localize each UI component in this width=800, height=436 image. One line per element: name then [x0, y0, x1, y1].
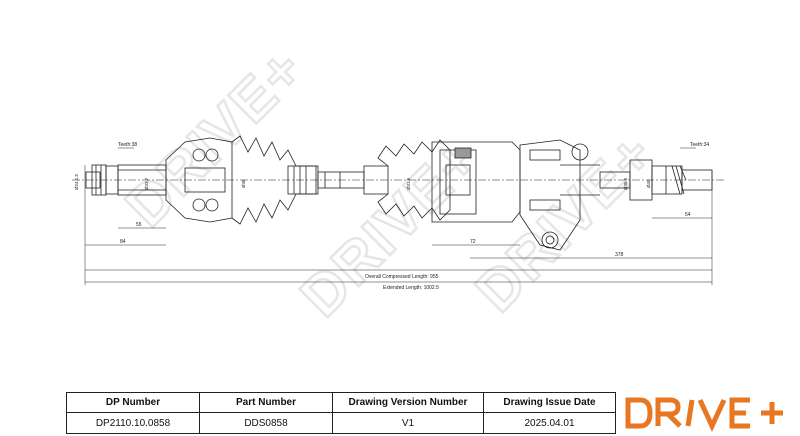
value-issue-date: 2025.04.01 [524, 417, 575, 429]
outer-boot [231, 135, 317, 225]
left-end-nut [85, 171, 101, 189]
value-drawing-version: V1 [333, 413, 484, 433]
label-teeth-left: Teeth:38 [118, 142, 137, 148]
label-teeth-right: Teeth:34 [690, 142, 709, 148]
label-len-54: 54 [685, 212, 691, 218]
label-d-right-end: Ø40 [646, 179, 651, 188]
label-extended: Extended Length: 1002.5 [383, 285, 439, 291]
title-block: DP Number Part Number Drawing Version Nu… [66, 392, 616, 434]
dimension-lines [84, 147, 713, 285]
label-d-shaft-mid: Ø31.5 [406, 177, 411, 190]
intermediate-bearing-bracket [519, 139, 581, 251]
label-overall-compressed: Overall Compressed Length: 955 [365, 274, 439, 280]
shaft-geometry [72, 135, 725, 251]
label-d-left-end: Ø24.1.5 [74, 173, 79, 190]
label-d-shaft-left: Ø36 [241, 179, 246, 188]
dimension-labels: Teeth:38 Teeth:34 Ø24.1.5 Ø33.7 Ø36 Ø31.… [74, 142, 709, 291]
value-dp-number: DP2110.10.0858 [67, 413, 200, 433]
value-part-number: DDS0858 [200, 413, 333, 433]
label-len-378: 378 [615, 252, 624, 258]
header-drawing-version: Drawing Version Number [333, 393, 484, 413]
drive-shaft-drawing: DRIVE+ DRIVE+ DRIVE+ [72, 34, 725, 330]
driveplus-logo [625, 397, 783, 432]
inner-boot [377, 139, 451, 221]
label-d-right-shaft: Ø35.5 [623, 177, 628, 190]
label-len-55: 55 [136, 222, 142, 228]
label-d-cv-inner: Ø33.7 [144, 177, 149, 190]
header-dp-number: DP Number [67, 393, 200, 413]
label-len-72: 72 [470, 239, 476, 245]
header-issue-date: Drawing Issue Date [484, 393, 615, 413]
header-part-number: Part Number [200, 393, 333, 413]
label-len-84: 84 [120, 239, 126, 245]
